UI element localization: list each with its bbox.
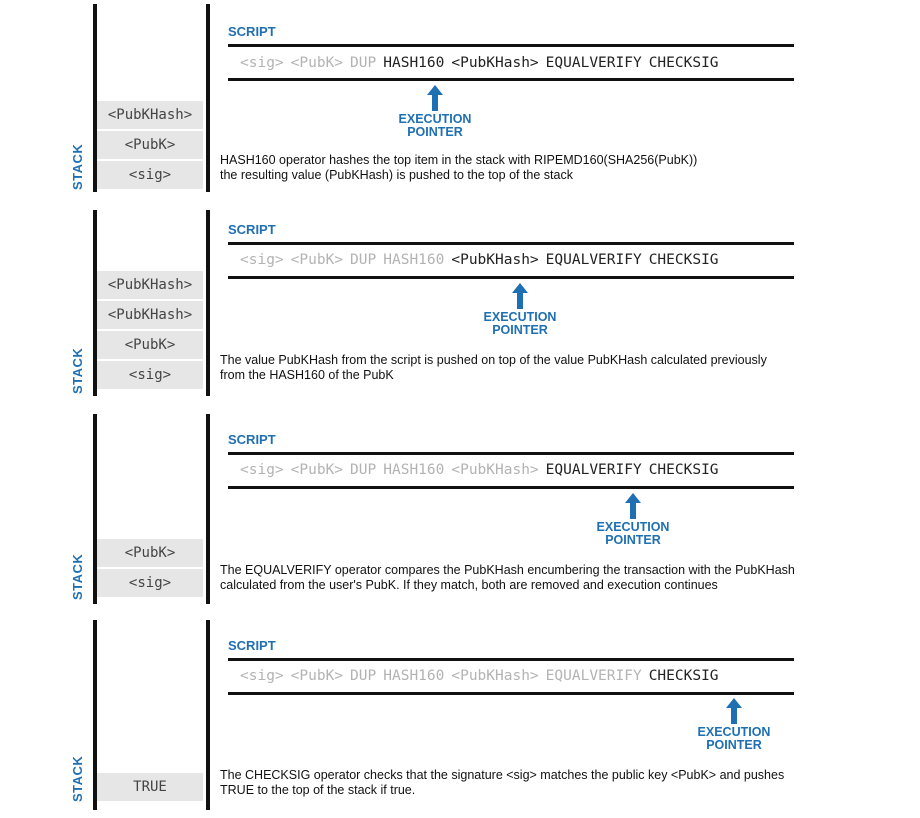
description-line: TRUE to the top of the stack if true.: [220, 783, 416, 797]
script-bottom-rule: [228, 78, 794, 81]
script-label: SCRIPT: [228, 432, 276, 447]
stack-cell: <sig>: [97, 569, 203, 597]
step-description: HASH160 operator hashes the top item in …: [220, 153, 900, 183]
stack-border-right: [206, 620, 210, 810]
script-token: HASH160: [383, 55, 445, 71]
pointer-label-line1: EXECUTION: [596, 520, 670, 534]
stack-cell: <PubK>: [97, 131, 203, 159]
step-description: The CHECKSIG operator checks that the si…: [220, 768, 900, 798]
pointer-label-line2: POINTER: [407, 125, 463, 139]
script-token: EQUALVERIFY: [545, 252, 642, 268]
stack-border-left: [93, 210, 97, 396]
script-label: SCRIPT: [228, 24, 276, 39]
script-token: DUP: [350, 462, 377, 478]
script-token: <sig>: [240, 668, 284, 684]
description-line: from the HASH160 of the PubK: [220, 368, 394, 382]
script-token: EQUALVERIFY: [545, 55, 642, 71]
script-row: <sig> <PubK> DUP HASH160 <PubKHash> EQUA…: [240, 664, 719, 688]
script-row: <sig> <PubK> DUP HASH160 <PubKHash> EQUA…: [240, 248, 719, 272]
script-token: <sig>: [240, 462, 284, 478]
description-line: The CHECKSIG operator checks that the si…: [220, 768, 785, 782]
description-line: the resulting value (PubKHash) is pushed…: [220, 168, 573, 182]
description-line: The value PubKHash from the script is pu…: [220, 353, 767, 367]
pointer-label-line2: POINTER: [605, 533, 661, 547]
stack-cell: <PubKHash>: [97, 301, 203, 329]
script-top-rule: [228, 452, 794, 455]
stack-border-left: [93, 620, 97, 810]
script-label: SCRIPT: [228, 638, 276, 653]
script-token: <PubKHash>: [451, 252, 539, 268]
up-arrow-icon: [625, 493, 641, 519]
script-token: <PubKHash>: [451, 462, 539, 478]
script-token: DUP: [350, 252, 377, 268]
pointer-label-line2: POINTER: [492, 323, 548, 337]
pointer-label-line1: EXECUTION: [483, 310, 557, 324]
script-bottom-rule: [228, 486, 794, 489]
script-token: HASH160: [383, 252, 445, 268]
script-token: DUP: [350, 55, 377, 71]
script-token: EQUALVERIFY: [545, 462, 642, 478]
script-token: HASH160: [383, 668, 445, 684]
stack-cell: <PubK>: [97, 539, 203, 567]
stack-cell: <PubKHash>: [97, 101, 203, 129]
stack-cell: TRUE: [97, 773, 203, 801]
script-row: <sig> <PubK> DUP HASH160 <PubKHash> EQUA…: [240, 51, 719, 75]
script-token: <sig>: [240, 55, 284, 71]
script-label: SCRIPT: [228, 222, 276, 237]
stack-border-right: [206, 4, 210, 192]
script-bottom-rule: [228, 276, 794, 279]
script-token: <PubK>: [290, 252, 344, 268]
description-line: calculated from the user's PubK. If they…: [220, 578, 718, 592]
stack-border-left: [93, 414, 97, 604]
script-token: CHECKSIG: [648, 55, 719, 71]
script-row: <sig> <PubK> DUP HASH160 <PubKHash> EQUA…: [240, 458, 719, 482]
up-arrow-icon: [427, 85, 443, 111]
pointer-label-line1: EXECUTION: [697, 725, 771, 739]
script-token: <PubK>: [290, 668, 344, 684]
pointer-label-line2: POINTER: [706, 738, 762, 752]
description-line: The EQUALVERIFY operator compares the Pu…: [220, 563, 795, 577]
stack-cell: <sig>: [97, 161, 203, 189]
up-arrow-icon: [512, 283, 528, 309]
script-token: HASH160: [383, 462, 445, 478]
step-panel-3: <PubK> <sig> STACK SCRIPT <sig> <PubK> D…: [70, 414, 900, 604]
stack-cell: <PubKHash>: [97, 271, 203, 299]
step-description: The value PubKHash from the script is pu…: [220, 353, 900, 383]
script-top-rule: [228, 658, 794, 661]
script-bottom-rule: [228, 692, 794, 695]
script-token: DUP: [350, 668, 377, 684]
script-token: <sig>: [240, 252, 284, 268]
script-token: EQUALVERIFY: [545, 668, 642, 684]
script-token: CHECKSIG: [648, 462, 719, 478]
script-top-rule: [228, 44, 794, 47]
pointer-label-line1: EXECUTION: [398, 112, 472, 126]
script-token: <PubK>: [290, 55, 344, 71]
script-token: CHECKSIG: [648, 252, 719, 268]
stack-label: STACK: [70, 755, 85, 802]
stack-cell: <sig>: [97, 361, 203, 389]
stack-border-right: [206, 414, 210, 604]
step-panel-1: <PubKHash> <PubK> <sig> STACK SCRIPT <si…: [0, 0, 920, 200]
script-token: CHECKSIG: [648, 668, 719, 684]
execution-pointer: EXECUTION POINTER: [385, 85, 485, 139]
script-top-rule: [228, 242, 794, 245]
step-panel-2: <PubKHash> <PubKHash> <PubK> <sig> STACK…: [0, 0, 920, 400]
stack-border-right: [206, 210, 210, 396]
script-token: <PubK>: [290, 462, 344, 478]
stack-cell: <PubK>: [97, 331, 203, 359]
script-token: <PubKHash>: [451, 668, 539, 684]
execution-pointer: EXECUTION POINTER: [583, 493, 683, 547]
step-description: The EQUALVERIFY operator compares the Pu…: [220, 563, 900, 593]
up-arrow-icon: [726, 698, 742, 724]
description-line: HASH160 operator hashes the top item in …: [220, 153, 698, 167]
execution-pointer: EXECUTION POINTER: [470, 283, 570, 337]
stack-border-left: [93, 4, 97, 192]
script-token: <PubKHash>: [451, 55, 539, 71]
execution-pointer: EXECUTION POINTER: [684, 698, 784, 752]
